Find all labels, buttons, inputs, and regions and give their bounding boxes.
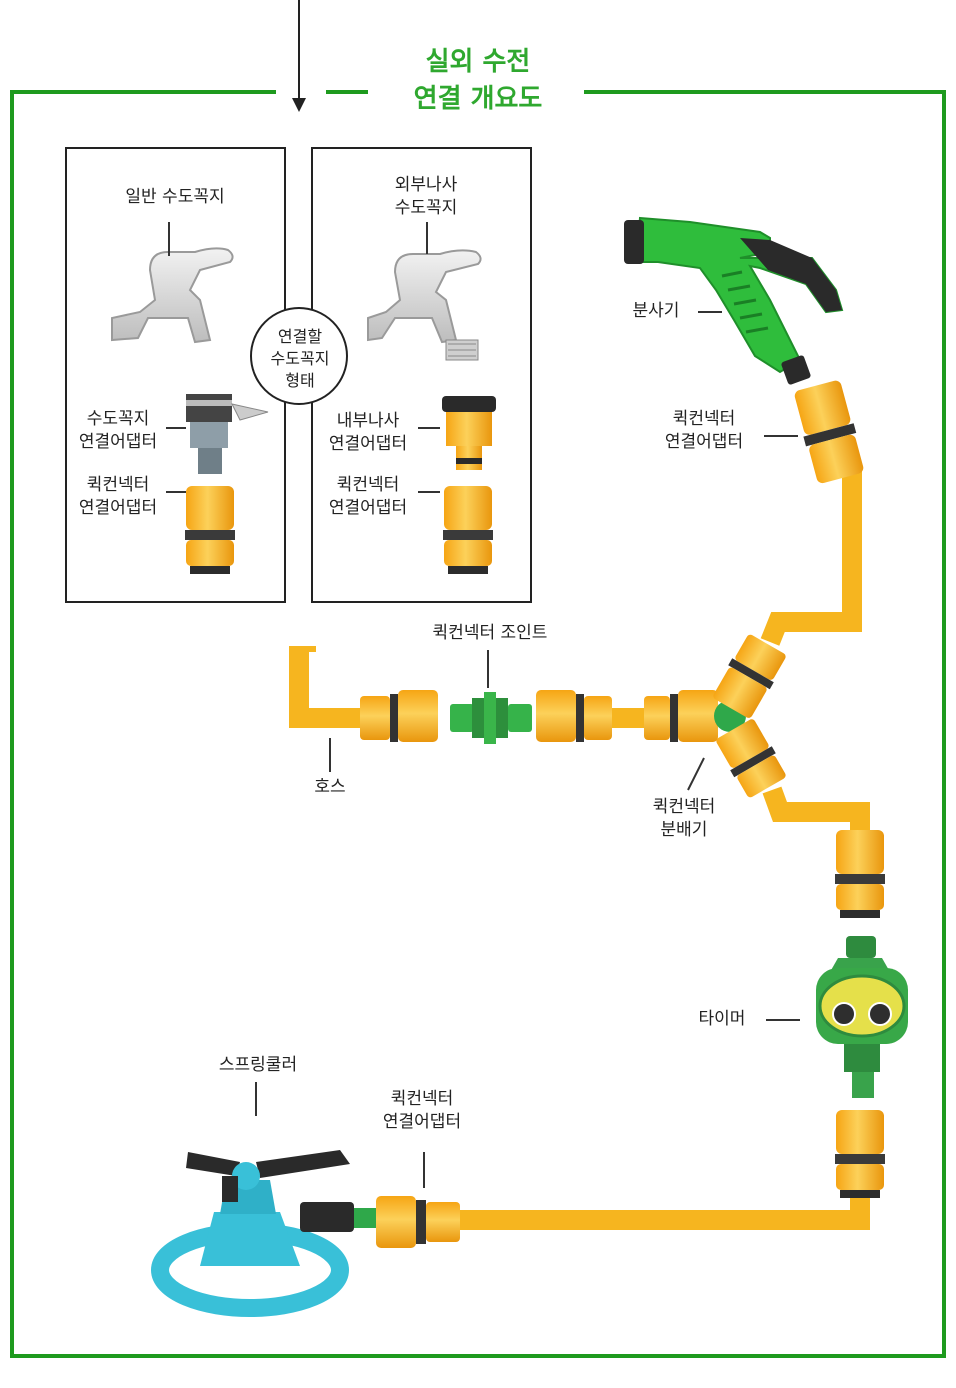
quick-adapter-label-right-line2: 연결어댑터 xyxy=(328,498,408,518)
timer-device xyxy=(816,936,908,1098)
internal-thread-adapter xyxy=(442,396,496,470)
title-line-1: 실외 수전 xyxy=(425,47,531,77)
quick-adapter-timer-in xyxy=(835,830,885,918)
internal-adapter-label: 내부나사 연결어댑터 xyxy=(314,410,422,456)
circle-note-line2: 수도꼭지 xyxy=(270,349,330,368)
faucet-label-left: 일반 수도꼭지 xyxy=(125,187,225,207)
faucet-icon-left xyxy=(111,247,234,344)
sprayer-adapter-label: 퀵컨넥터 연결어댑터 xyxy=(648,408,760,454)
quick-adapter-label-right: 퀵컨넥터 연결어댑터 xyxy=(314,474,422,520)
hose-lines xyxy=(289,470,870,1230)
faucet-label-right-line2: 수도꼭지 xyxy=(394,198,458,218)
internal-adapter-label-line1: 내부나사 xyxy=(336,411,400,431)
quick-adapter-timer-out xyxy=(835,1110,885,1198)
faucet-adapter-label-left-line1: 수도꼭지 xyxy=(86,409,150,429)
sprinkler-adapter-label-line1: 퀵컨넥터 xyxy=(390,1089,454,1109)
sprinkler-adapter-label: 퀵컨넥터 연결어댑터 xyxy=(366,1088,478,1134)
faucet-icon-right xyxy=(367,249,482,361)
quick-adapter-hose-2 xyxy=(536,690,612,742)
circle-note-line3: 형태 xyxy=(285,371,315,390)
circle-note-line1: 연결할 xyxy=(277,327,323,346)
quick-adapter-sprinkler xyxy=(376,1196,460,1248)
quick-adapter-sprayer xyxy=(794,380,864,484)
quick-adapter-left xyxy=(185,486,235,574)
diagram-title: 실외 수전 연결 개요도 xyxy=(372,44,584,118)
sprayer-label: 분사기 xyxy=(632,301,680,321)
quick-adapter-splitter-in xyxy=(644,690,718,742)
sprinkler-label: 스프링쿨러 xyxy=(218,1055,298,1075)
timer-label: 타이머 xyxy=(698,1009,746,1029)
splitter-label: 퀵컨넥터 분배기 xyxy=(632,796,736,842)
quick-adapter-label-left: 퀵컨넥터 연결어댑터 xyxy=(66,474,170,520)
sprayer-adapter-label-line2: 연결어댑터 xyxy=(664,432,744,452)
right-panel xyxy=(311,147,532,603)
frame xyxy=(10,90,946,1358)
circle-note: 연결할 수도꼭지 형태 xyxy=(252,326,348,392)
faucet-adapter-left xyxy=(186,394,269,474)
top-arrow xyxy=(292,0,306,112)
sprayer-gun xyxy=(624,216,844,385)
joint-label: 퀵컨넥터 조인트 xyxy=(432,623,548,643)
left-panel xyxy=(65,147,286,603)
quick-adapter-label-left-line2: 연결어댑터 xyxy=(78,498,158,518)
sprayer-adapter-label-line1: 퀵컨넥터 xyxy=(672,409,736,429)
faucet-adapter-label-left: 수도꼭지 연결어댑터 xyxy=(66,408,170,454)
circle-note-bubble xyxy=(250,307,348,405)
hose-label: 호스 xyxy=(314,777,346,797)
faucet-adapter-label-left-line2: 연결어댑터 xyxy=(78,432,158,452)
splitter-label-line2: 분배기 xyxy=(660,820,708,840)
quick-adapter-label-right-line1: 퀵컨넥터 xyxy=(336,475,400,495)
sprinkler xyxy=(151,1150,376,1317)
sprinkler-adapter-label-line2: 연결어댑터 xyxy=(382,1112,462,1132)
joint-connector xyxy=(450,692,532,744)
quick-adapter-label-left-line1: 퀵컨넥터 xyxy=(86,475,150,495)
splitter-label-line1: 퀵컨넥터 xyxy=(652,797,716,817)
faucet-label-right: 외부나사 수도꼭지 xyxy=(366,174,486,220)
internal-adapter-label-line2: 연결어댑터 xyxy=(328,434,408,454)
quick-adapter-hose-1 xyxy=(360,690,438,742)
quick-adapter-right xyxy=(443,486,493,574)
splitter xyxy=(713,634,786,798)
title-line-2: 연결 개요도 xyxy=(413,84,543,114)
faucet-label-right-line1: 외부나사 xyxy=(394,175,458,195)
